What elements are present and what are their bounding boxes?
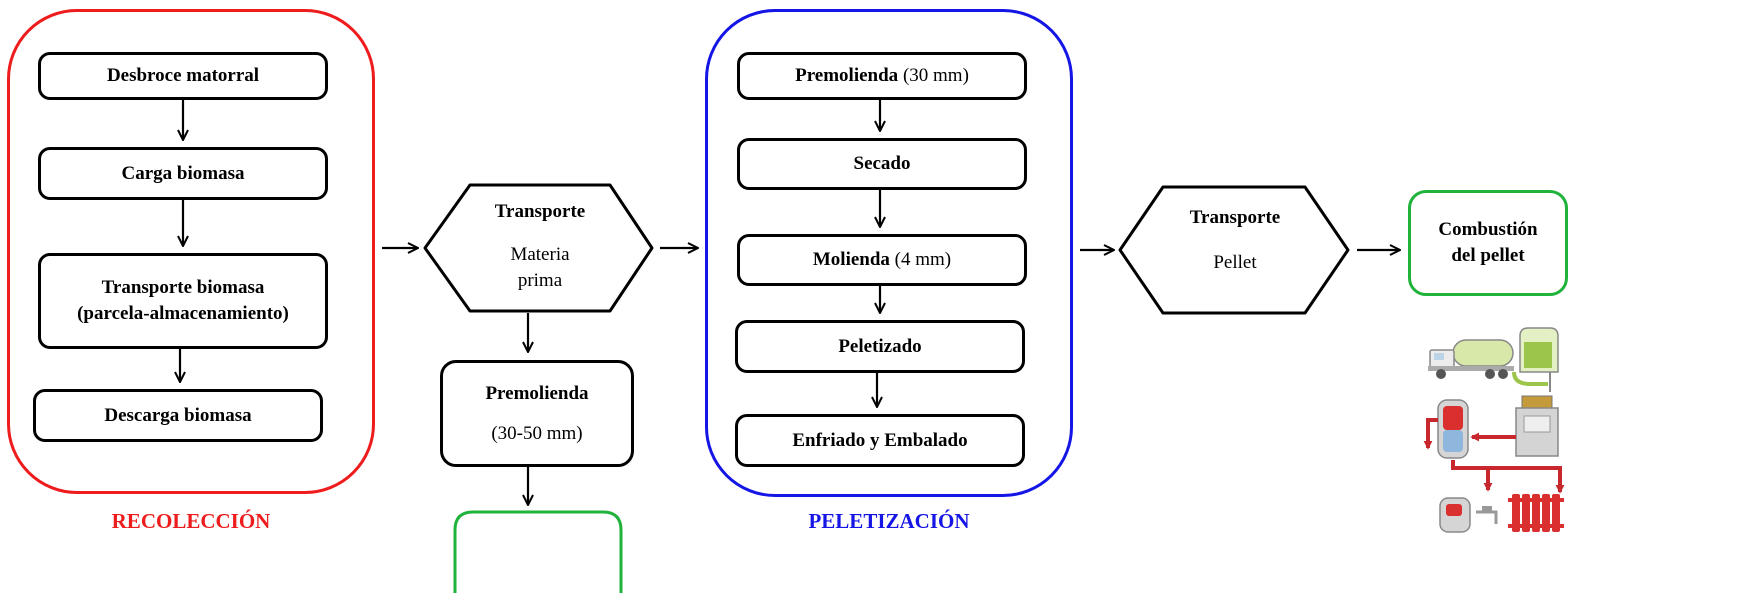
transporte-mp-label-group: Transporte Materia prima <box>455 199 625 295</box>
pellet-boiler-icon <box>1515 395 1559 457</box>
enfriado-label: Enfriado y Embalado <box>792 429 968 451</box>
transporte-pellet-hexagon <box>1118 185 1350 315</box>
peletizacion-group <box>705 9 1073 497</box>
combustion-label-line1: Combustión <box>1438 219 1538 241</box>
tanker-truck-icon <box>1428 339 1514 379</box>
premolienda-side-label: Premolienda <box>485 382 589 404</box>
transporte-mp-line1: Materia <box>510 243 570 265</box>
heating-pipes <box>1423 418 1565 494</box>
premolienda-side-box: Premolienda (30-50 mm) <box>440 360 634 467</box>
descarga-biomasa-label: Descarga biomasa <box>104 404 252 426</box>
secado-label: Secado <box>853 153 911 175</box>
transporte-mp-hexagon <box>423 183 654 313</box>
desbroce-matorral-box: Desbroce matorral <box>38 52 328 100</box>
transporte-biomasa-box: Transporte biomasa (parcela-almacenamien… <box>38 253 328 349</box>
transporte-pellet-title: Transporte <box>1189 207 1281 228</box>
water-tank-icon <box>1437 399 1469 459</box>
peletizacion-step-premolienda: Premolienda (30 mm) <box>737 52 1027 100</box>
transporte-biomasa-label: Transporte biomasa <box>101 277 265 299</box>
premolienda-detail: (30 mm) <box>898 65 969 87</box>
peletizacion-step-molienda: Molienda (4 mm) <box>737 234 1027 286</box>
combustion-label-line2: del pellet <box>1451 245 1525 266</box>
pellet-silo-icon <box>1512 327 1559 392</box>
combustion-box: Combustión del pellet <box>1408 190 1568 296</box>
transporte-biomasa-detail: (parcela-almacenamiento) <box>77 303 289 324</box>
peletizacion-step-enfriado: Enfriado y Embalado <box>735 414 1025 467</box>
peletizado-label: Peletizado <box>838 335 922 357</box>
peletizacion-step-secado: Secado <box>737 138 1027 190</box>
descarga-biomasa-box: Descarga biomasa <box>33 389 323 442</box>
peletizacion-step-peletizado: Peletizado <box>735 320 1025 373</box>
transporte-pellet-label-group: Transporte Pellet <box>1150 205 1320 276</box>
peletizacion-label: PELETIZACIÓN <box>808 509 970 533</box>
green-box-partial <box>453 510 623 593</box>
transporte-pellet-line1: Pellet <box>1213 251 1257 273</box>
transporte-mp-line2: prima <box>517 270 563 292</box>
desbroce-matorral-label: Desbroce matorral <box>106 65 260 87</box>
radiator-icon <box>1508 494 1564 532</box>
molienda-label: Molienda <box>812 249 890 271</box>
heater-tap-icon <box>1439 497 1498 533</box>
carga-biomasa-label: Carga biomasa <box>121 162 245 184</box>
premolienda-label: Premolienda <box>795 65 899 87</box>
molienda-detail: (4 mm) <box>889 249 952 271</box>
carga-biomasa-box: Carga biomasa <box>38 147 328 200</box>
recoleccion-label: RECOLECCIÓN <box>111 509 271 533</box>
premolienda-side-detail: (30-50 mm) <box>491 422 583 444</box>
recoleccion-group <box>7 9 375 494</box>
transporte-mp-title: Transporte <box>494 201 586 222</box>
